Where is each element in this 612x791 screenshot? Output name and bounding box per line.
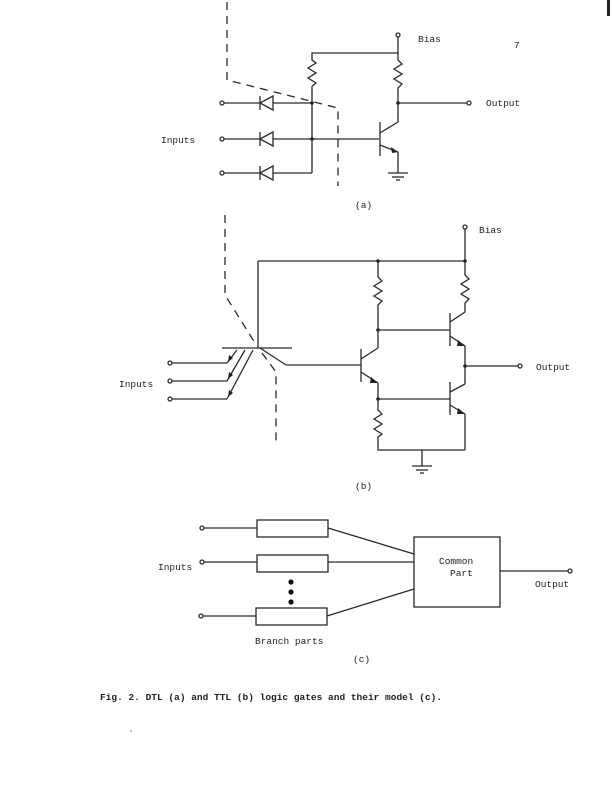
inputs-label-c: Inputs	[158, 562, 192, 573]
output-label-b: Output	[536, 362, 570, 373]
figure-b-label: (b)	[355, 481, 372, 492]
resistor-a-left	[306, 52, 398, 87]
junction-dot	[310, 101, 314, 105]
common-part-label-1: Common	[439, 556, 473, 567]
speck	[130, 730, 132, 732]
figure-a-label: (a)	[355, 200, 372, 211]
ttl-input-3	[167, 349, 254, 402]
figure-caption: Fig. 2. DTL (a) and TTL (b) logic gates …	[100, 692, 442, 703]
branch-1	[199, 519, 415, 555]
dashed-separator-a	[226, 2, 339, 186]
output-label-a: Output	[486, 98, 520, 109]
ttl-input-1	[167, 349, 238, 366]
inputs-label-b: Inputs	[119, 379, 153, 390]
branch-part-box	[256, 519, 329, 538]
transistor-b-lower	[449, 382, 466, 450]
transistor-a	[379, 121, 399, 173]
output-terminal-c	[567, 568, 573, 574]
resistor-b-bottom	[372, 399, 465, 451]
branch-part-box	[256, 554, 329, 573]
diode-input-3	[219, 164, 312, 182]
dashed-separator-b-bottom	[261, 352, 277, 444]
inputs-label-a: Inputs	[161, 135, 195, 146]
page-number: 7	[514, 40, 520, 51]
resistor-b-top-right	[459, 274, 471, 312]
ellipsis-dots	[288, 579, 294, 605]
bias-terminal-b	[462, 224, 468, 230]
common-part-label-2: Part	[450, 568, 473, 579]
junction-dot	[310, 137, 314, 141]
transistor-b-phase-splitter	[360, 330, 379, 399]
transistor-b-upper	[449, 311, 466, 347]
branch-part-box	[255, 607, 328, 626]
bias-label-a: Bias	[418, 34, 441, 45]
branch-parts-label: Branch parts	[255, 636, 323, 647]
common-part-box	[413, 536, 501, 608]
figure-a-dtl-gate: Bias Output Inputs (a) 7	[161, 2, 520, 211]
resistor-a-right	[392, 59, 404, 122]
ttl-input-2	[167, 349, 246, 384]
bias-label-b: Bias	[479, 225, 502, 236]
figure-b-ttl-gate: Bias Output Inputs (b)	[119, 215, 570, 492]
branch-n	[198, 588, 415, 626]
dashed-separator-b-top	[224, 215, 256, 344]
output-terminal-b	[517, 363, 523, 369]
resistor-b-top-left	[372, 261, 384, 330]
diode-input-2	[219, 130, 379, 148]
branch-2	[199, 554, 414, 573]
page-edge-mark	[607, 0, 610, 16]
bias-terminal-a	[395, 32, 401, 38]
output-label-c: Output	[535, 579, 569, 590]
figure-c-model: Common Part Output Inputs Branch parts (…	[158, 519, 573, 665]
ground-icon	[388, 172, 408, 181]
output-terminal-a	[466, 100, 472, 106]
diode-input-1	[219, 94, 312, 112]
figure-c-label: (c)	[353, 654, 370, 665]
ground-icon	[412, 450, 432, 474]
